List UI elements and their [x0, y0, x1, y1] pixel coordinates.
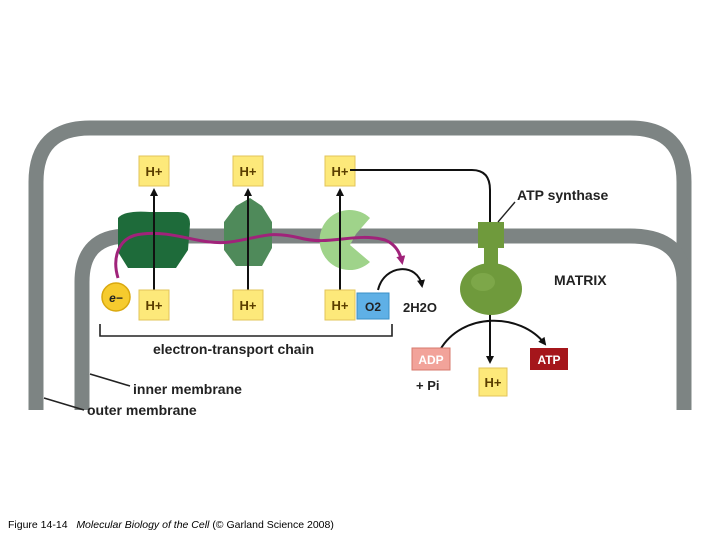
svg-text:H+: H+: [146, 298, 163, 313]
svg-text:O2: O2: [365, 300, 381, 314]
proton-box-matrix-1: H+: [138, 289, 170, 321]
proton-box-matrix-2: H+: [232, 289, 264, 321]
svg-text:e−: e−: [109, 291, 123, 305]
matrix-label: MATRIX: [554, 272, 607, 288]
proton-box-matrix-3: H+: [324, 289, 356, 321]
svg-text:ADP: ADP: [418, 353, 443, 367]
svg-text:H+: H+: [485, 375, 502, 390]
inner-membrane-label: inner membrane: [133, 381, 242, 397]
copyright: (© Garland Science 2008): [212, 519, 334, 531]
inner-membrane: [74, 228, 692, 410]
proton-box-synthase: H+: [478, 367, 508, 397]
atp-box: ATP: [530, 348, 568, 370]
svg-text:H+: H+: [332, 298, 349, 313]
phosphate-label: + Pi: [416, 378, 440, 393]
electron-transfer-path: [114, 231, 406, 279]
etc-label: electron-transport chain: [153, 341, 314, 357]
atp-synthase-icon: [460, 222, 522, 315]
outer-membrane-label: outer membrane: [87, 402, 197, 418]
oxygen-box: O2: [356, 292, 390, 320]
proton-box-ims-3: H+: [324, 155, 356, 187]
svg-text:ATP: ATP: [537, 353, 560, 367]
outer-membrane: [28, 120, 692, 410]
atp-synthase-label: ATP synthase: [517, 187, 609, 203]
proton-box-ims-1: H+: [138, 155, 170, 187]
etc-bracket: [99, 324, 393, 337]
adp-box: ADP: [411, 347, 451, 371]
svg-text:H+: H+: [332, 164, 349, 179]
svg-text:H+: H+: [240, 298, 257, 313]
figure-number: Figure 14-14: [8, 519, 68, 531]
electron-icon: e−: [101, 282, 131, 312]
proton-box-ims-2: H+: [232, 155, 264, 187]
figure-caption: Figure 14-14 Molecular Biology of the Ce…: [8, 519, 334, 531]
book-title: Molecular Biology of the Cell: [76, 519, 210, 531]
water-label: 2H2O: [403, 300, 437, 315]
svg-text:H+: H+: [240, 164, 257, 179]
svg-text:H+: H+: [146, 164, 163, 179]
